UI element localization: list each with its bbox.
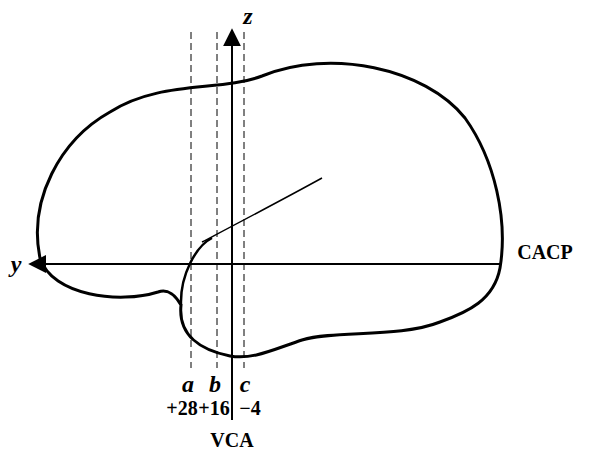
axis-name: y [11, 252, 22, 276]
line-name: CACP [517, 242, 573, 262]
z-axis [231, 30, 233, 420]
sylvian-fissure [202, 178, 322, 242]
line-name: VCA [210, 430, 253, 450]
brain-outline [37, 63, 502, 357]
y-axis [30, 263, 502, 265]
plane-coordinate: +16 [198, 398, 229, 418]
plane-a-line [191, 32, 192, 368]
plane-coordinate: −4 [239, 398, 260, 418]
plane-letter: b [209, 372, 221, 396]
temporal-lobe-contour [181, 238, 212, 305]
plane-letter: a [182, 372, 194, 396]
plane-c-line [244, 32, 245, 368]
plane-b-line [217, 32, 218, 368]
axis-name: z [243, 4, 252, 28]
plane-letter: c [240, 372, 251, 396]
plane-coordinate: +28 [166, 398, 197, 418]
